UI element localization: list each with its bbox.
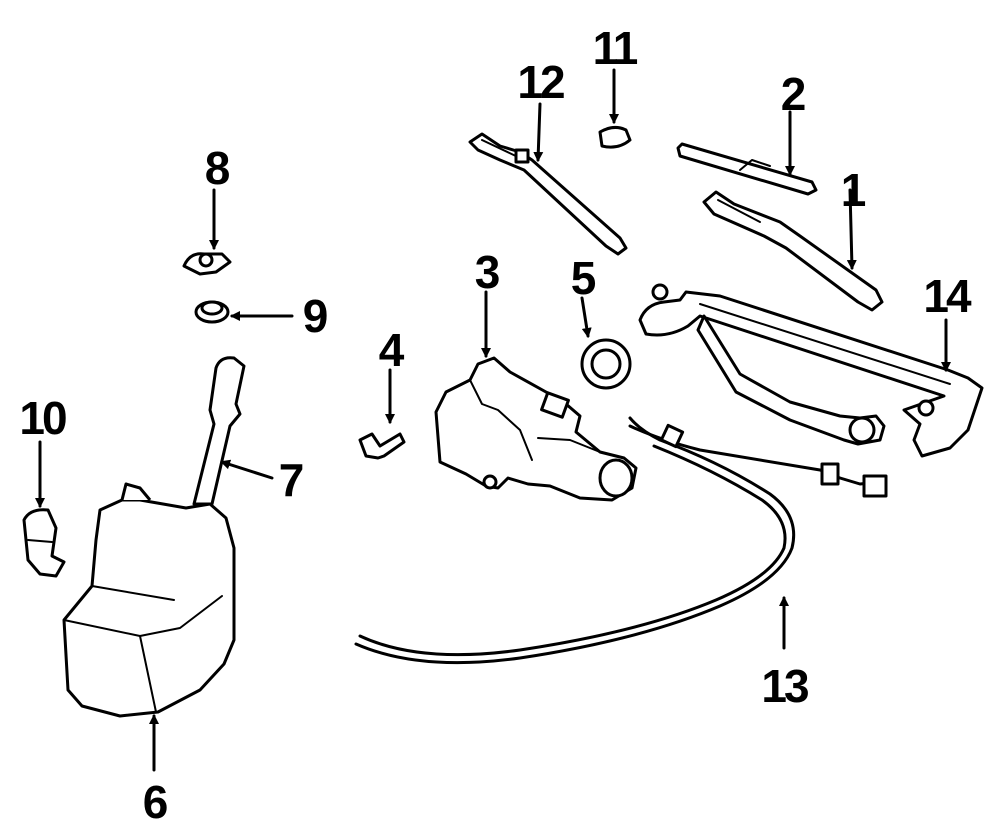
- part-3-wiper-motor: [434, 356, 638, 502]
- part-10-washer-pump: [22, 508, 66, 578]
- callout-1: 1: [841, 164, 866, 216]
- callout-11: 11: [593, 22, 638, 74]
- arrow-7: [220, 459, 274, 480]
- callout-14: 14: [923, 270, 972, 322]
- part-8-clip: [182, 252, 232, 276]
- callout-5: 5: [571, 252, 596, 304]
- arrow-1: [846, 188, 857, 270]
- part-5-seal: [580, 338, 632, 390]
- callout-3: 3: [475, 246, 499, 298]
- part-9-grommet: [194, 300, 230, 324]
- callout-2: 2: [781, 68, 805, 120]
- arrow-5: [580, 296, 592, 338]
- callout-6: 6: [143, 776, 167, 828]
- leader-arrows: [35, 68, 951, 772]
- callout-7: 7: [279, 454, 303, 506]
- arrow-12: [533, 102, 544, 162]
- part-12-wiper-arm: [468, 132, 628, 256]
- part-13-washer-hose: [354, 416, 888, 665]
- callout-9: 9: [303, 290, 327, 342]
- part-11-cap: [598, 125, 632, 149]
- callout-8: 8: [205, 142, 230, 194]
- part-7-filler-neck: [192, 356, 246, 506]
- part-1-wiper-arm: [702, 190, 884, 312]
- part-14-wiper-linkage: [638, 283, 984, 458]
- callout-12: 12: [517, 56, 564, 108]
- part-2-wiper-blade: [676, 142, 818, 196]
- callout-4: 4: [379, 324, 405, 376]
- part-6-washer-reservoir: [62, 482, 236, 718]
- callout-13: 13: [761, 660, 808, 712]
- callout-10: 10: [19, 392, 66, 444]
- part-4-bolt: [358, 432, 406, 460]
